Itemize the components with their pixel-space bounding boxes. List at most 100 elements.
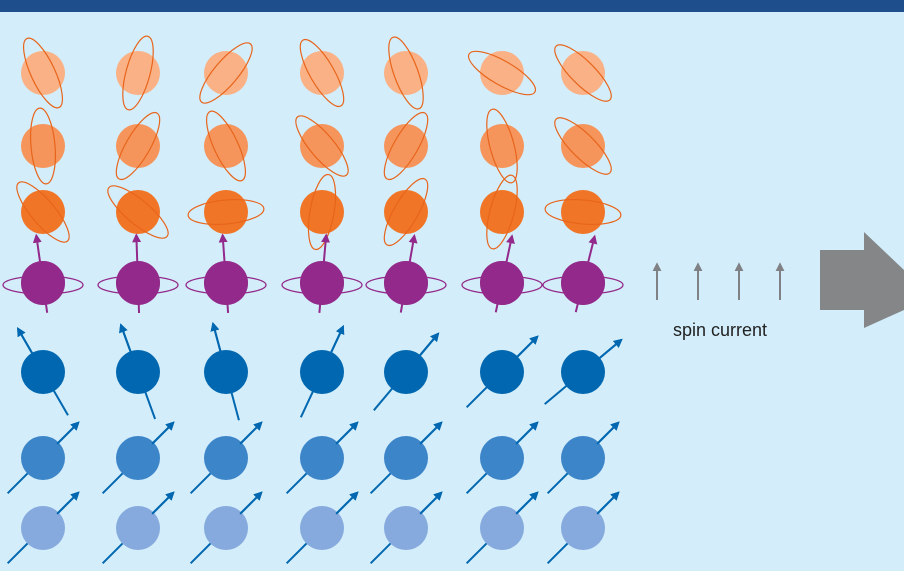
spin-cell bbox=[281, 233, 363, 313]
spin-cell bbox=[285, 491, 359, 565]
spin-cell bbox=[544, 338, 623, 405]
spin-arrow-tip bbox=[210, 321, 222, 353]
spin-cell bbox=[199, 42, 253, 104]
precession-orbit bbox=[388, 36, 424, 110]
spin-ball bbox=[21, 350, 65, 394]
spin-arrow-tip bbox=[329, 325, 345, 355]
spin-ball bbox=[561, 51, 605, 95]
spin-cell bbox=[365, 233, 447, 313]
spin-ball bbox=[300, 51, 344, 95]
precession-orbit bbox=[383, 177, 429, 247]
spin-grid bbox=[2, 35, 624, 565]
spin-cell bbox=[554, 117, 612, 175]
precession-orbit bbox=[115, 111, 161, 181]
precession-orbit bbox=[486, 174, 518, 250]
spin-ball bbox=[204, 350, 248, 394]
spin-ball bbox=[21, 506, 65, 550]
spin-ball bbox=[116, 506, 160, 550]
spin-arrow-tip bbox=[151, 421, 175, 445]
spin-cell bbox=[6, 491, 80, 565]
spin-arrow-tip bbox=[418, 332, 440, 358]
spin-ball bbox=[21, 190, 65, 234]
spin-current-arrows bbox=[652, 262, 785, 300]
spin-ball bbox=[561, 124, 605, 168]
spin-cell bbox=[204, 321, 248, 421]
spin-ball bbox=[204, 506, 248, 550]
spin-ball bbox=[116, 190, 160, 234]
spin-cell bbox=[465, 335, 539, 409]
spin-cell bbox=[116, 323, 160, 420]
spin-ball bbox=[384, 124, 428, 168]
spin-cell bbox=[185, 233, 267, 313]
spin-arrow-tip bbox=[515, 335, 539, 359]
precession-orbit bbox=[383, 111, 429, 181]
spin-ball bbox=[21, 436, 65, 480]
spin-cell bbox=[107, 185, 169, 239]
spin-cell bbox=[480, 108, 524, 184]
spin-ball bbox=[116, 436, 160, 480]
precession-orbit bbox=[467, 50, 537, 96]
spin-arrow-tip bbox=[56, 421, 80, 445]
spin-cell bbox=[295, 115, 349, 177]
spin-ball bbox=[116, 350, 160, 394]
spin-cell bbox=[461, 234, 543, 313]
spin-arrow-tip bbox=[597, 338, 623, 360]
spin-arrow-tip bbox=[335, 491, 359, 515]
precession-orbit bbox=[199, 42, 253, 104]
spin-arrow-tip bbox=[151, 491, 175, 515]
spin-ball bbox=[480, 124, 524, 168]
spin-cell bbox=[299, 325, 345, 418]
precession-orbit bbox=[486, 108, 518, 184]
spin-ball bbox=[384, 51, 428, 95]
spin-ball bbox=[480, 190, 524, 234]
spin-ball bbox=[204, 261, 248, 305]
flow-block-arrow bbox=[820, 232, 904, 328]
precession-orbit bbox=[16, 181, 70, 243]
spin-ball bbox=[480, 506, 524, 550]
spin-cell bbox=[2, 233, 84, 313]
spin-ball bbox=[21, 261, 65, 305]
spin-ball bbox=[300, 261, 344, 305]
precession-orbit bbox=[295, 115, 349, 177]
spin-ball bbox=[561, 436, 605, 480]
precession-orbit bbox=[23, 37, 63, 109]
spin-cell bbox=[116, 35, 160, 111]
spin-cell bbox=[369, 421, 443, 495]
spin-arrow-tip bbox=[596, 491, 620, 515]
spin-current-label: spin current bbox=[672, 320, 768, 340]
spin-ball bbox=[561, 261, 605, 305]
spin-ball bbox=[116, 261, 160, 305]
spin-cell bbox=[384, 36, 428, 110]
spin-ball bbox=[116, 51, 160, 95]
spin-arrow-tip bbox=[419, 421, 443, 445]
spin-ball bbox=[384, 506, 428, 550]
precession-orbit bbox=[187, 198, 265, 226]
spin-ball bbox=[300, 190, 344, 234]
spin-cell bbox=[115, 111, 161, 181]
spin-ball bbox=[561, 190, 605, 234]
spin-ball bbox=[300, 506, 344, 550]
spin-ball bbox=[384, 350, 428, 394]
spin-ball bbox=[204, 436, 248, 480]
spin-arrow-tip bbox=[419, 491, 443, 515]
precession-orbit bbox=[554, 44, 612, 102]
spin-arrow-tip bbox=[335, 421, 359, 445]
spin-arrow-tip bbox=[17, 327, 34, 356]
spin-ball bbox=[561, 350, 605, 394]
spin-cell bbox=[299, 38, 345, 108]
spin-cell bbox=[554, 44, 612, 102]
precession-orbit bbox=[544, 198, 622, 226]
spin-cell bbox=[21, 107, 65, 185]
spin-ball bbox=[204, 124, 248, 168]
spin-ball bbox=[384, 261, 428, 305]
precession-orbit bbox=[299, 38, 345, 108]
spin-cell bbox=[17, 327, 69, 416]
spin-arrow-tip bbox=[515, 491, 539, 515]
spin-cell bbox=[189, 491, 263, 565]
spin-ball bbox=[480, 350, 524, 394]
spin-cell bbox=[285, 421, 359, 495]
spin-cell bbox=[101, 491, 175, 565]
spin-cell bbox=[383, 111, 429, 181]
